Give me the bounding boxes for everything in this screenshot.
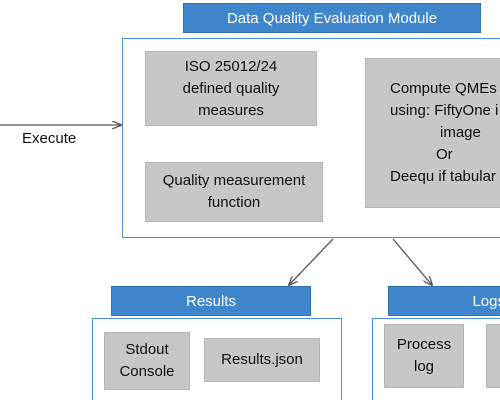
iso-line-3: measures — [198, 101, 264, 119]
quality-measurement-function-box: Quality measurement function — [145, 162, 323, 222]
iso-line-2: defined quality — [182, 79, 280, 97]
compute-qmes-box: Compute QMEs using: FiftyOne i image Or … — [365, 58, 500, 208]
function-line-1: Quality measurement — [162, 172, 306, 189]
process-log-box: Process log — [384, 324, 464, 388]
compute-line-4: Or — [436, 146, 453, 163]
process-line-1: Process — [396, 336, 452, 353]
compute-line-1: Compute QMEs — [390, 80, 497, 97]
stdout-line-2: Console — [119, 363, 175, 380]
iso-measures-box: ISO 25012/24 defined quality measures — [145, 51, 317, 126]
execute-label: Execute — [22, 130, 77, 147]
stdout-console-box: Stdout Console — [104, 332, 190, 390]
stdout-line-1: Stdout — [125, 341, 169, 358]
results-title: Results — [111, 286, 311, 316]
module-to-results-arrow — [289, 238, 334, 285]
compute-line-3: image — [440, 124, 481, 141]
logs-second-box — [486, 324, 500, 388]
logs-title: Logs — [388, 286, 500, 316]
compute-line-2: using: FiftyOne i — [390, 102, 499, 119]
iso-line-1: ISO 25012/24 — [184, 57, 278, 75]
module-title: Data Quality Evaluation Module — [183, 3, 481, 33]
results-json-box: Results.json — [204, 338, 320, 382]
compute-line-5: Deequ if tabular — [390, 168, 496, 185]
function-line-2: function — [207, 194, 261, 211]
results-json-label: Results.json — [221, 351, 303, 368]
process-line-2: log — [413, 358, 435, 375]
module-to-logs-arrow — [392, 238, 432, 285]
